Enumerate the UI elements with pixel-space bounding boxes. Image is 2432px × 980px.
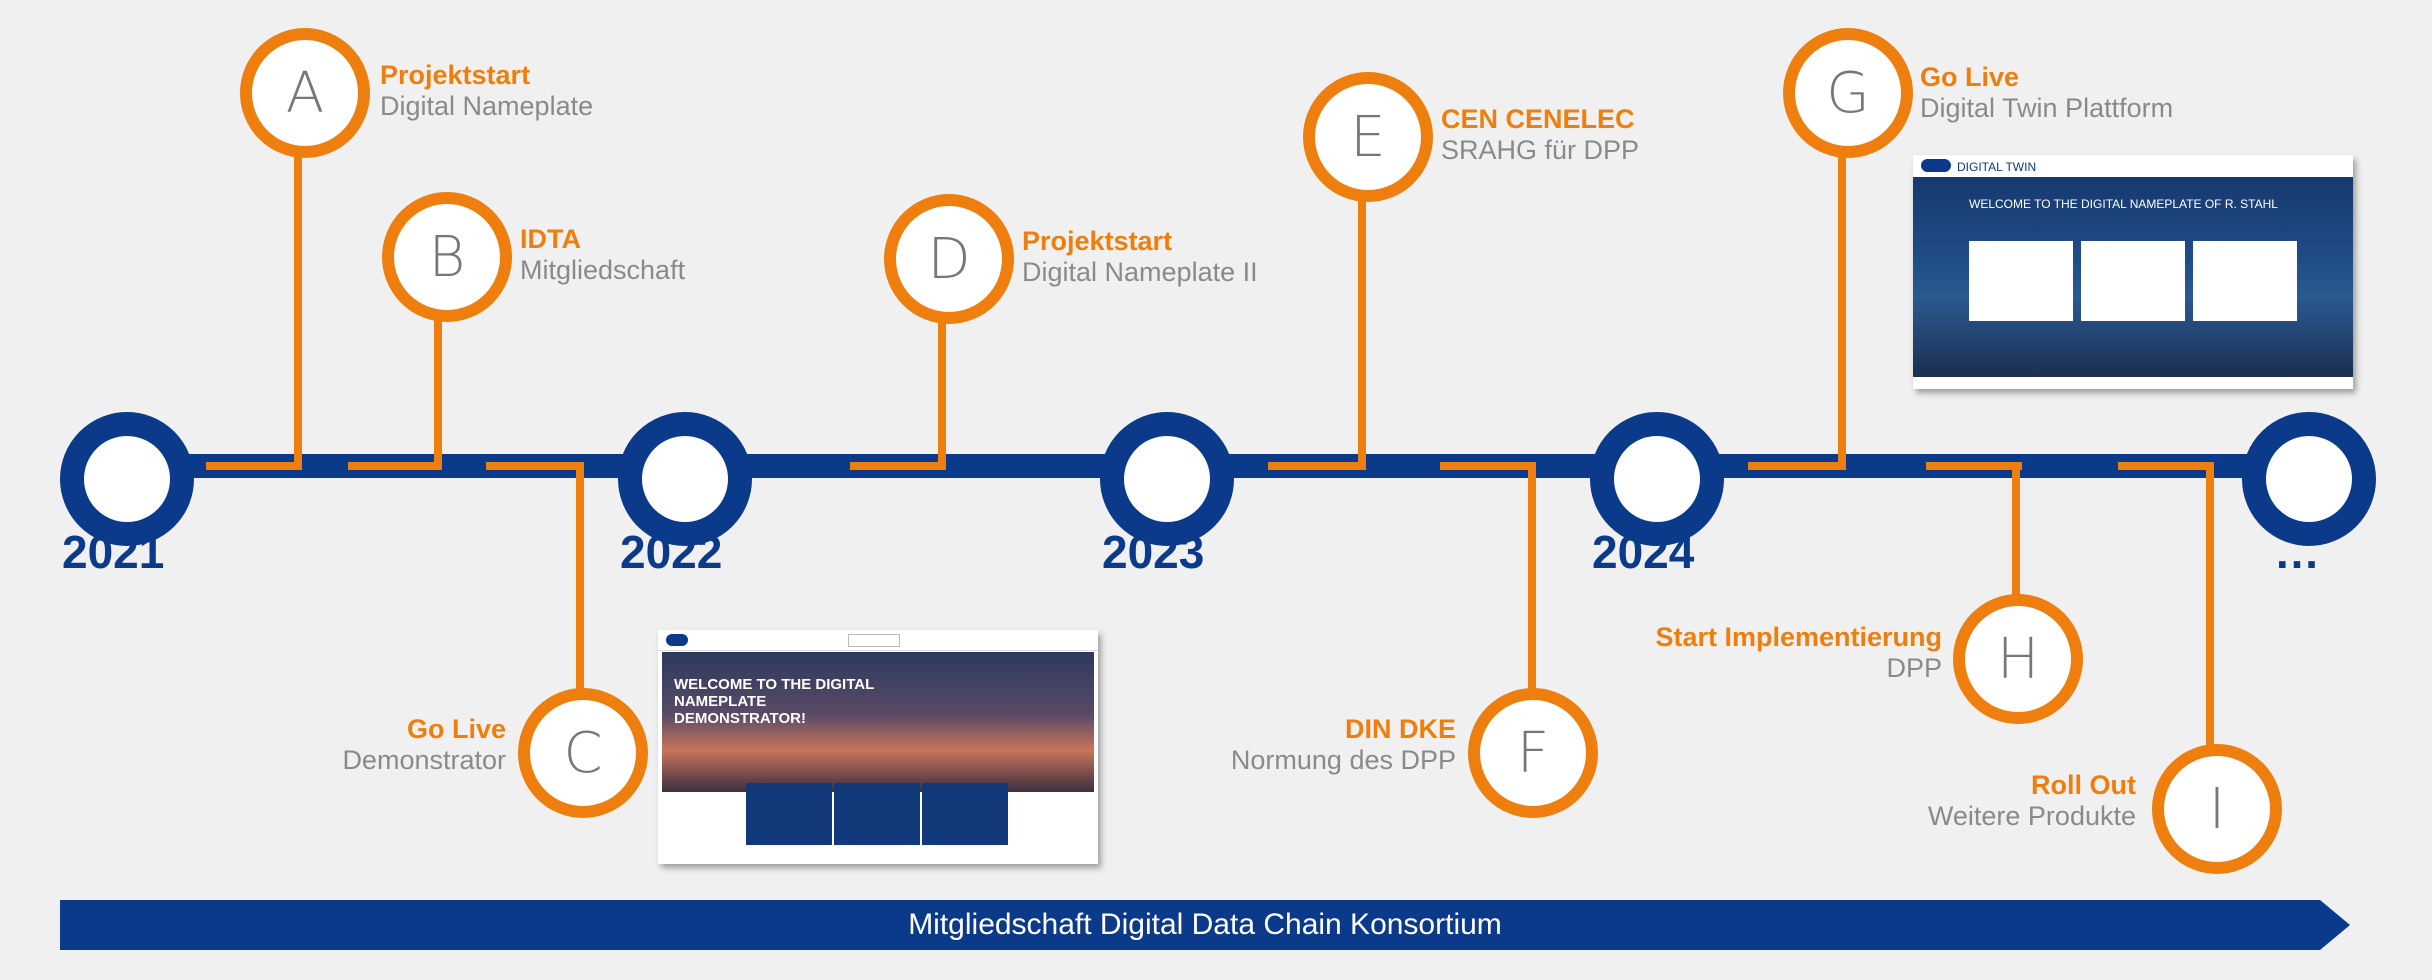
connector-c <box>576 462 584 692</box>
membership-banner: Mitgliedschaft Digital Data Chain Konsor… <box>60 900 2350 950</box>
connector-a-foot <box>206 462 302 470</box>
milestone-c: C <box>518 688 648 818</box>
connector-e-foot <box>1268 462 1366 470</box>
milestone-subtitle: Normung des DPP <box>1230 745 1456 775</box>
platform-hero-title: WELCOME TO THE DIGITAL NAMEPLATE OF R. S… <box>1969 197 2278 211</box>
milestone-letter: D <box>927 226 971 292</box>
milestone-e-text: CEN CENELEC SRAHG für DPP <box>1441 104 1639 166</box>
milestone-g-text: Go Live Digital Twin Plattform <box>1920 62 2173 124</box>
milestone-c-text: Go Live Demonstrator <box>300 714 506 776</box>
demonstrator-hero-title: WELCOME TO THE DIGITAL NAMEPLATE DEMONST… <box>674 676 874 727</box>
milestone-subtitle: Digital Nameplate <box>380 91 594 121</box>
screenshot-demonstrator: WELCOME TO THE DIGITAL NAMEPLATE DEMONST… <box>658 630 1098 864</box>
milestone-title: Roll Out <box>2031 770 2136 800</box>
info-card <box>2081 241 2185 321</box>
search-box <box>848 634 900 647</box>
year-label-2021: 2021 <box>62 526 165 578</box>
year-label-future: … <box>2274 526 2320 578</box>
milestone-subtitle: DPP <box>1886 653 1942 683</box>
milestone-title: CEN CENELEC <box>1441 104 1635 134</box>
platform-header: DIGITAL TWIN <box>1913 155 2353 177</box>
milestone-e: E <box>1303 72 1433 202</box>
connector-g-foot <box>1748 462 1846 470</box>
milestone-letter: A <box>285 60 325 126</box>
connector-d-foot <box>850 462 946 470</box>
milestone-b: B <box>382 192 512 322</box>
milestone-title: Go Live <box>1920 62 2020 92</box>
milestone-letter: E <box>1350 104 1386 170</box>
demonstrator-tiles <box>746 783 1008 845</box>
info-card <box>2193 241 2297 321</box>
milestone-subtitle: Mitgliedschaft <box>520 255 686 285</box>
connector-h <box>2012 462 2020 602</box>
year-label-2024: 2024 <box>1592 526 1695 578</box>
milestone-h-text: Start Implementierung DPP <box>1610 622 1942 684</box>
tile <box>922 783 1008 845</box>
connector-i <box>2206 462 2214 752</box>
connector-h-head <box>1926 462 2022 470</box>
milestone-title: Projektstart <box>380 60 531 90</box>
platform-hero: WELCOME TO THE DIGITAL NAMEPLATE OF R. S… <box>1913 177 2353 377</box>
membership-banner-text: Mitgliedschaft Digital Data Chain Konsor… <box>908 908 1502 941</box>
logo-icon <box>666 634 688 646</box>
connector-g <box>1838 150 1846 470</box>
milestone-letter: F <box>1516 720 1550 786</box>
tile <box>834 783 920 845</box>
platform-brand: DIGITAL TWIN <box>1957 160 2037 174</box>
milestone-letter: G <box>1826 60 1870 126</box>
milestone-f: F <box>1468 688 1598 818</box>
year-label-2023: 2023 <box>1102 526 1205 578</box>
milestone-i: I <box>2152 744 2282 874</box>
milestone-title: IDTA <box>520 224 581 254</box>
milestone-a: A <box>240 28 370 158</box>
connector-f-head <box>1440 462 1536 470</box>
milestone-letter: H <box>1996 626 2040 692</box>
connector-b-foot <box>348 462 442 470</box>
milestone-d-text: Projektstart Digital Nameplate II <box>1022 226 1258 288</box>
connector-f <box>1528 462 1536 692</box>
milestone-title: Projektstart <box>1022 226 1173 256</box>
connector-b <box>434 270 442 470</box>
connector-e <box>1358 192 1366 470</box>
milestone-i-text: Roll Out Weitere Produkte <box>1800 770 2136 832</box>
milestone-letter: B <box>428 224 466 290</box>
milestone-subtitle: SRAHG für DPP <box>1441 135 1640 165</box>
stahl-logo-icon <box>1921 159 1951 172</box>
connector-i-head <box>2118 462 2214 470</box>
milestone-letter: I <box>2208 776 2226 842</box>
year-label-2022: 2022 <box>620 526 723 578</box>
milestone-subtitle: Weitere Produkte <box>1927 801 2136 831</box>
milestone-g: G <box>1783 28 1913 158</box>
milestone-title: Go Live <box>406 714 506 744</box>
milestone-title: Start Implementierung <box>1655 622 1942 652</box>
connector-c-head <box>486 462 584 470</box>
connector-d <box>938 315 946 470</box>
milestone-subtitle: Digital Twin Plattform <box>1920 93 2174 123</box>
milestone-subtitle: Digital Nameplate II <box>1022 257 1258 287</box>
demonstrator-header <box>658 630 1098 651</box>
milestone-subtitle: Demonstrator <box>342 745 506 775</box>
tile <box>746 783 832 845</box>
milestone-title: DIN DKE <box>1344 714 1456 744</box>
milestone-a-text: Projektstart Digital Nameplate <box>380 60 593 122</box>
milestone-h: H <box>1953 594 2083 724</box>
milestone-b-text: IDTA Mitgliedschaft <box>520 224 685 286</box>
milestone-d: D <box>884 194 1014 324</box>
demonstrator-hero: WELCOME TO THE DIGITAL NAMEPLATE DEMONST… <box>662 652 1094 792</box>
milestone-letter: C <box>563 720 603 786</box>
screenshot-platform: DIGITAL TWIN WELCOME TO THE DIGITAL NAME… <box>1913 155 2353 389</box>
connector-a <box>294 150 302 470</box>
milestone-f-text: DIN DKE Normung des DPP <box>1200 714 1456 776</box>
info-card <box>1969 241 2073 321</box>
